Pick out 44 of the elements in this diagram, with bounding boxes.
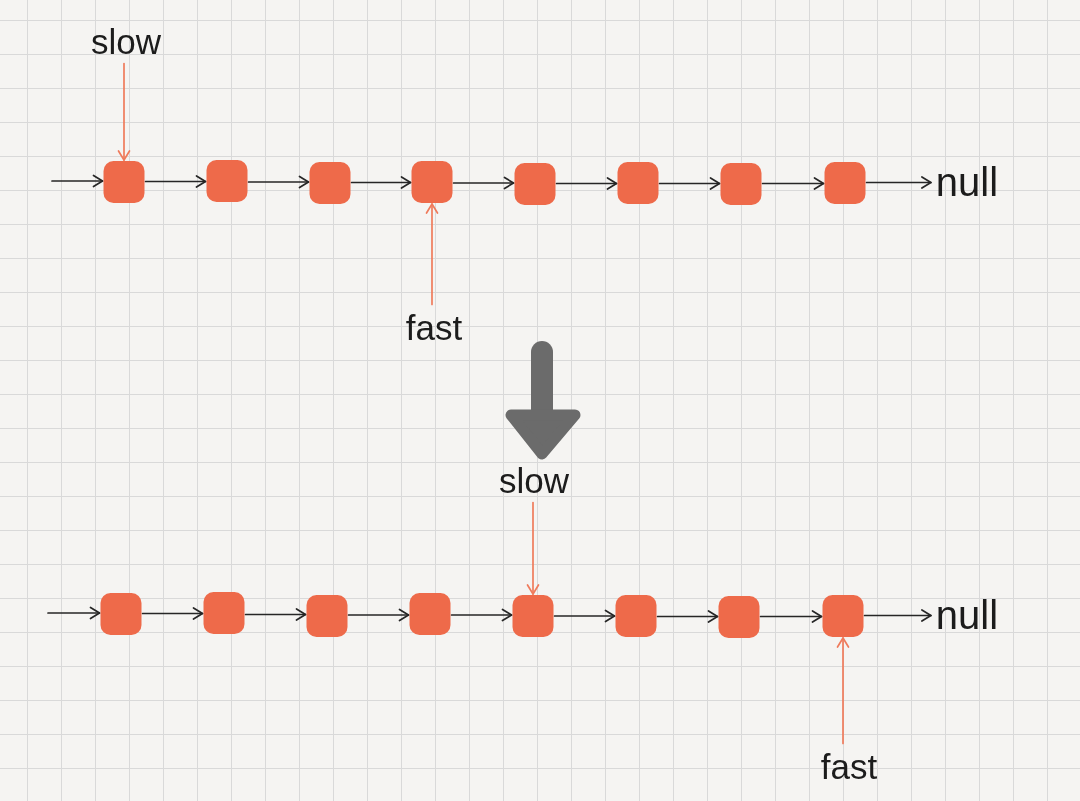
list-node <box>718 596 760 638</box>
list-node <box>514 163 556 205</box>
list-node <box>203 592 245 634</box>
arrow <box>526 501 540 595</box>
arrow <box>247 175 310 189</box>
arrow <box>450 608 513 622</box>
arrow <box>555 177 618 190</box>
list-node <box>615 595 657 637</box>
arrow <box>144 175 207 188</box>
list-node <box>822 595 864 637</box>
list-node <box>720 163 762 205</box>
arrow <box>47 606 101 620</box>
pointer-label: slow <box>91 23 161 59</box>
arrow <box>658 177 721 190</box>
list-node <box>306 595 348 637</box>
pointer-label: fast <box>405 309 463 345</box>
arrow <box>452 176 515 190</box>
arrow <box>117 62 131 161</box>
arrow <box>350 176 412 189</box>
arrow <box>761 177 825 190</box>
list-node <box>206 160 248 202</box>
arrow <box>553 609 616 623</box>
pointer-label: slow <box>499 462 569 498</box>
list-node <box>824 162 866 204</box>
arrow <box>425 203 439 306</box>
list-node <box>103 161 145 203</box>
list-node <box>617 162 659 204</box>
list-node <box>100 593 142 635</box>
list-node <box>411 161 453 203</box>
list-node <box>409 593 451 635</box>
list-node <box>512 595 554 637</box>
arrow <box>244 608 307 621</box>
arrow <box>865 176 932 189</box>
arrow <box>863 609 932 622</box>
arrow <box>656 610 719 623</box>
end-label: null <box>935 162 999 202</box>
arrow <box>51 174 104 188</box>
arrow <box>141 607 204 620</box>
list-node <box>309 162 351 204</box>
arrow <box>759 610 823 623</box>
arrow <box>836 637 850 745</box>
end-label: null <box>935 595 999 635</box>
arrow <box>347 608 410 622</box>
pointer-label: fast <box>820 748 878 784</box>
